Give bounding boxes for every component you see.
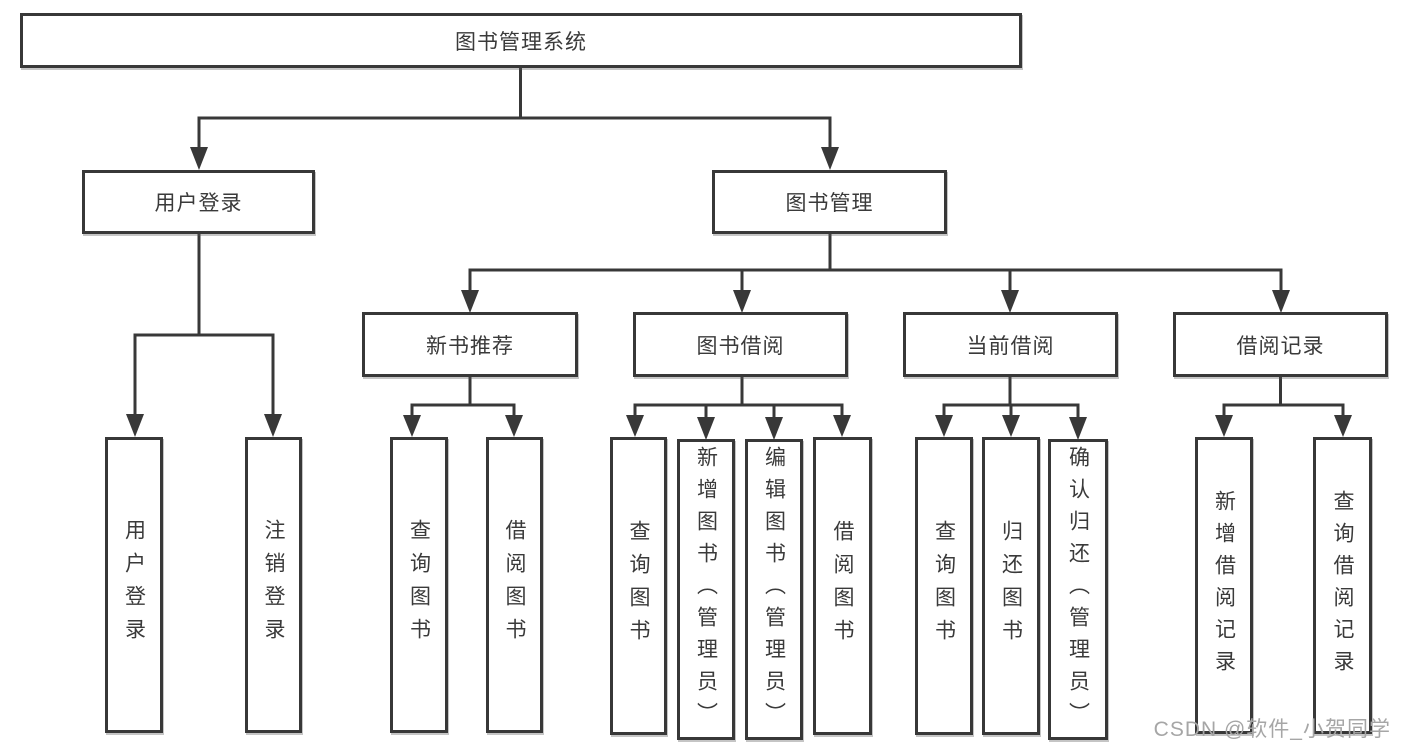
- node-root: 图书管理系统: [20, 13, 1022, 68]
- leaf-cb-return-books-label: 归还图书: [999, 520, 1023, 652]
- leaf-bb-edit-books-admin-label: 编辑图书（管理员）: [762, 445, 786, 734]
- node-user-login: 用户登录: [82, 170, 315, 234]
- node-book-management: 图书管理: [712, 170, 947, 234]
- leaf-bb-add-books-admin: 新增图书（管理员）: [677, 439, 735, 740]
- leaf-nb-borrow-books-label: 借阅图书: [503, 519, 526, 651]
- node-borrow-records: 借阅记录: [1173, 312, 1388, 377]
- leaf-bb-query-books-label: 查询图书: [627, 520, 650, 652]
- node-current-borrow-label: 当前借阅: [966, 334, 1055, 358]
- leaf-cb-query-books: 查询图书: [915, 437, 973, 735]
- node-book-borrow-label: 图书借阅: [696, 334, 785, 358]
- csdn-watermark: CSDN @软件_小贺同学: [1153, 718, 1391, 741]
- leaf-nb-query-books-label: 查询图书: [407, 519, 431, 651]
- leaf-cb-confirm-return-admin-label: 确认归还（管理员）: [1066, 445, 1090, 734]
- leaf-br-add-record: 新增借阅记录: [1195, 437, 1253, 734]
- leaf-br-query-record: 查询借阅记录: [1313, 437, 1372, 734]
- node-borrow-records-label: 借阅记录: [1236, 334, 1325, 358]
- leaf-cb-query-books-label: 查询图书: [932, 520, 956, 652]
- node-current-borrow: 当前借阅: [903, 312, 1118, 377]
- leaf-bb-query-books: 查询图书: [610, 437, 667, 735]
- node-new-book-recommend: 新书推荐: [362, 312, 578, 377]
- leaf-bb-edit-books-admin: 编辑图书（管理员）: [745, 439, 803, 740]
- node-new-book-recommend-label: 新书推荐: [426, 334, 514, 358]
- leaf-bb-borrow-books-label: 借阅图书: [831, 520, 854, 652]
- leaf-bb-add-books-admin-label: 新增图书（管理员）: [694, 445, 718, 734]
- leaf-cb-return-books: 归还图书: [982, 437, 1040, 735]
- leaf-br-add-record-label: 新增借阅记录: [1212, 489, 1236, 682]
- node-book-borrow: 图书借阅: [633, 312, 848, 377]
- leaf-logout: 注销登录: [245, 437, 302, 733]
- node-book-management-label: 图书管理: [785, 192, 874, 215]
- leaf-br-query-record-label: 查询借阅记录: [1331, 489, 1354, 682]
- leaf-nb-query-books: 查询图书: [390, 437, 448, 733]
- leaf-cb-confirm-return-admin: 确认归还（管理员）: [1048, 439, 1108, 740]
- leaf-bb-borrow-books: 借阅图书: [813, 437, 872, 735]
- leaf-nb-borrow-books: 借阅图书: [486, 437, 543, 733]
- leaf-logout-label: 注销登录: [262, 519, 285, 651]
- leaf-user-login-label: 用户登录: [122, 519, 146, 651]
- node-user-login-label: 用户登录: [154, 192, 243, 215]
- leaf-user-login: 用户登录: [105, 437, 163, 733]
- node-root-label: 图书管理系统: [455, 30, 587, 54]
